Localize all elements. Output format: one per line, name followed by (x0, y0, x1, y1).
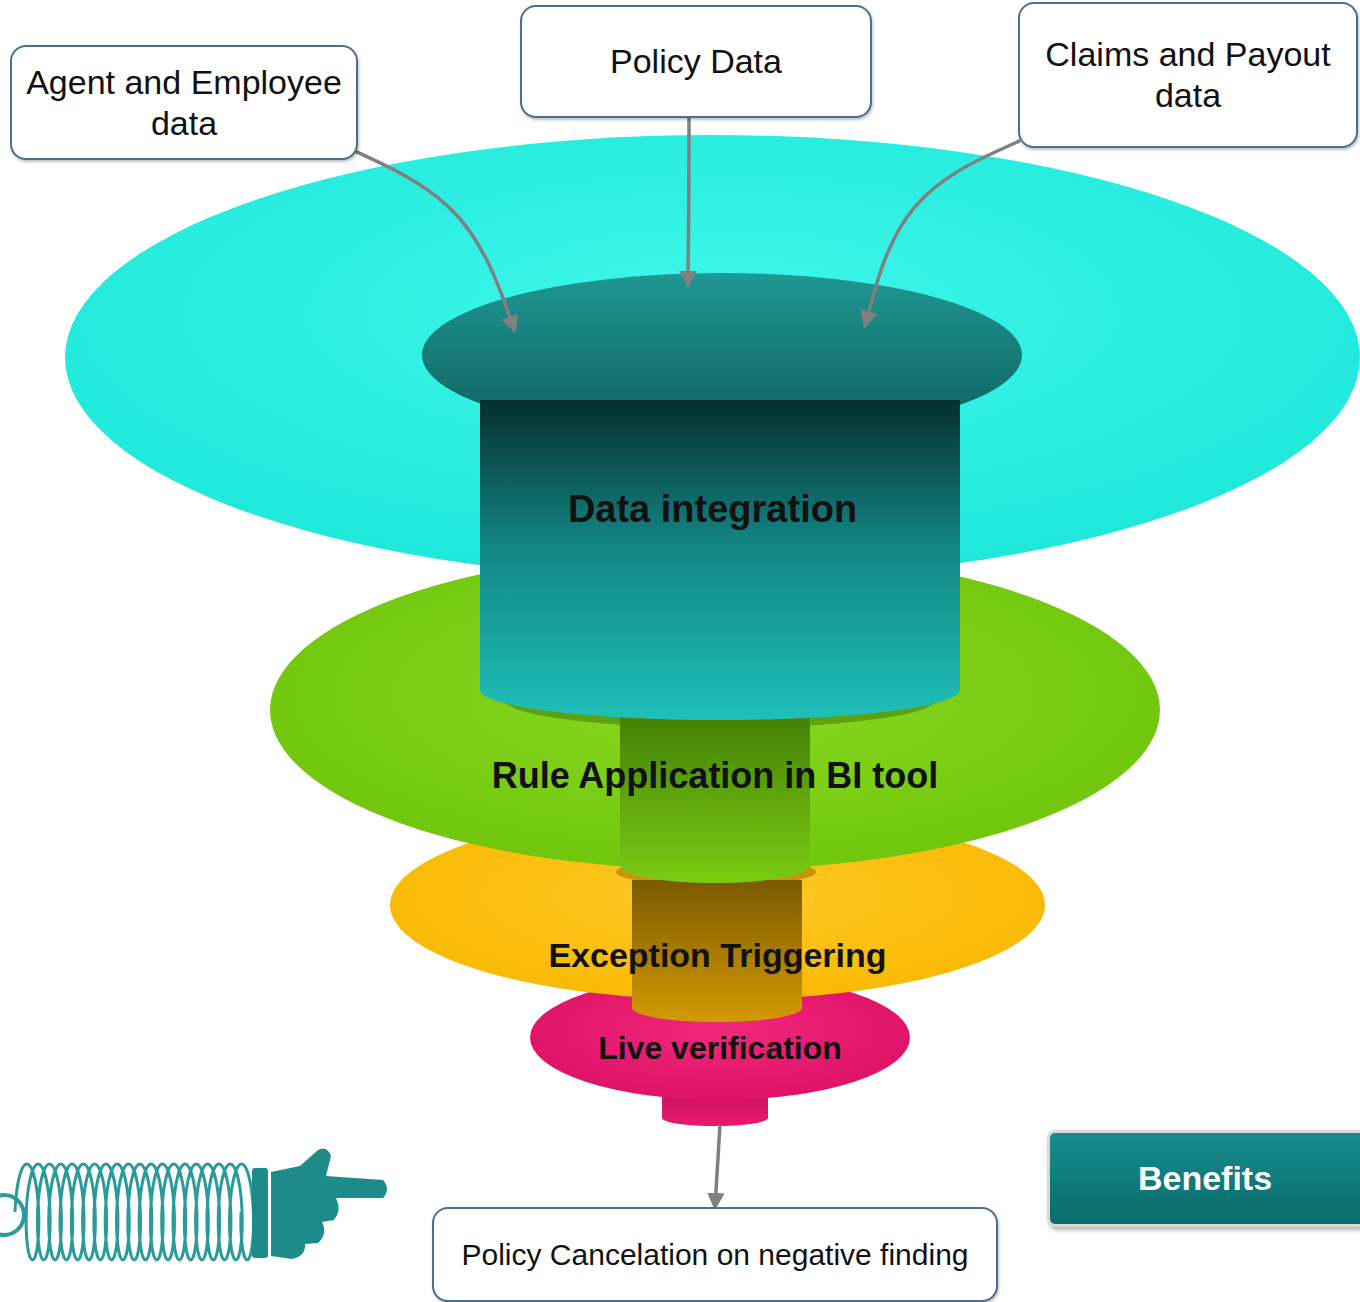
node-label: Benefits (1138, 1159, 1272, 1198)
spring-end (0, 1195, 24, 1235)
funnel-disc (65, 135, 1360, 580)
node-label: Rule Application in BI tool (492, 755, 939, 797)
node-label: Data integration (568, 488, 857, 531)
flow-arrow (715, 1125, 720, 1207)
node-label: Policy Data (610, 41, 782, 82)
funnel-neck (480, 400, 960, 720)
input-box: Agent and Employee data (10, 45, 358, 160)
funnel-disc (530, 975, 910, 1100)
spring-coil (15, 1164, 254, 1260)
input-box: Policy Data (520, 5, 872, 118)
input-box: Claims and Payout data (1018, 2, 1358, 148)
funnel-layer: Data integration (65, 135, 1360, 580)
pointing-hand (252, 1148, 387, 1259)
spring-illustration (15, 1164, 254, 1260)
node-label: Claims and Payout data (1032, 34, 1344, 116)
node-label: Exception Triggering (548, 936, 886, 975)
node-label: Live verification (598, 1030, 842, 1067)
node-label: Agent and Employee data (24, 62, 344, 144)
benefits-button: Benefits (1047, 1130, 1360, 1227)
neck-shadow (505, 672, 935, 728)
output-box: Policy Cancelation on negative finding (432, 1207, 998, 1302)
node-label: Policy Cancelation on negative finding (462, 1237, 969, 1273)
